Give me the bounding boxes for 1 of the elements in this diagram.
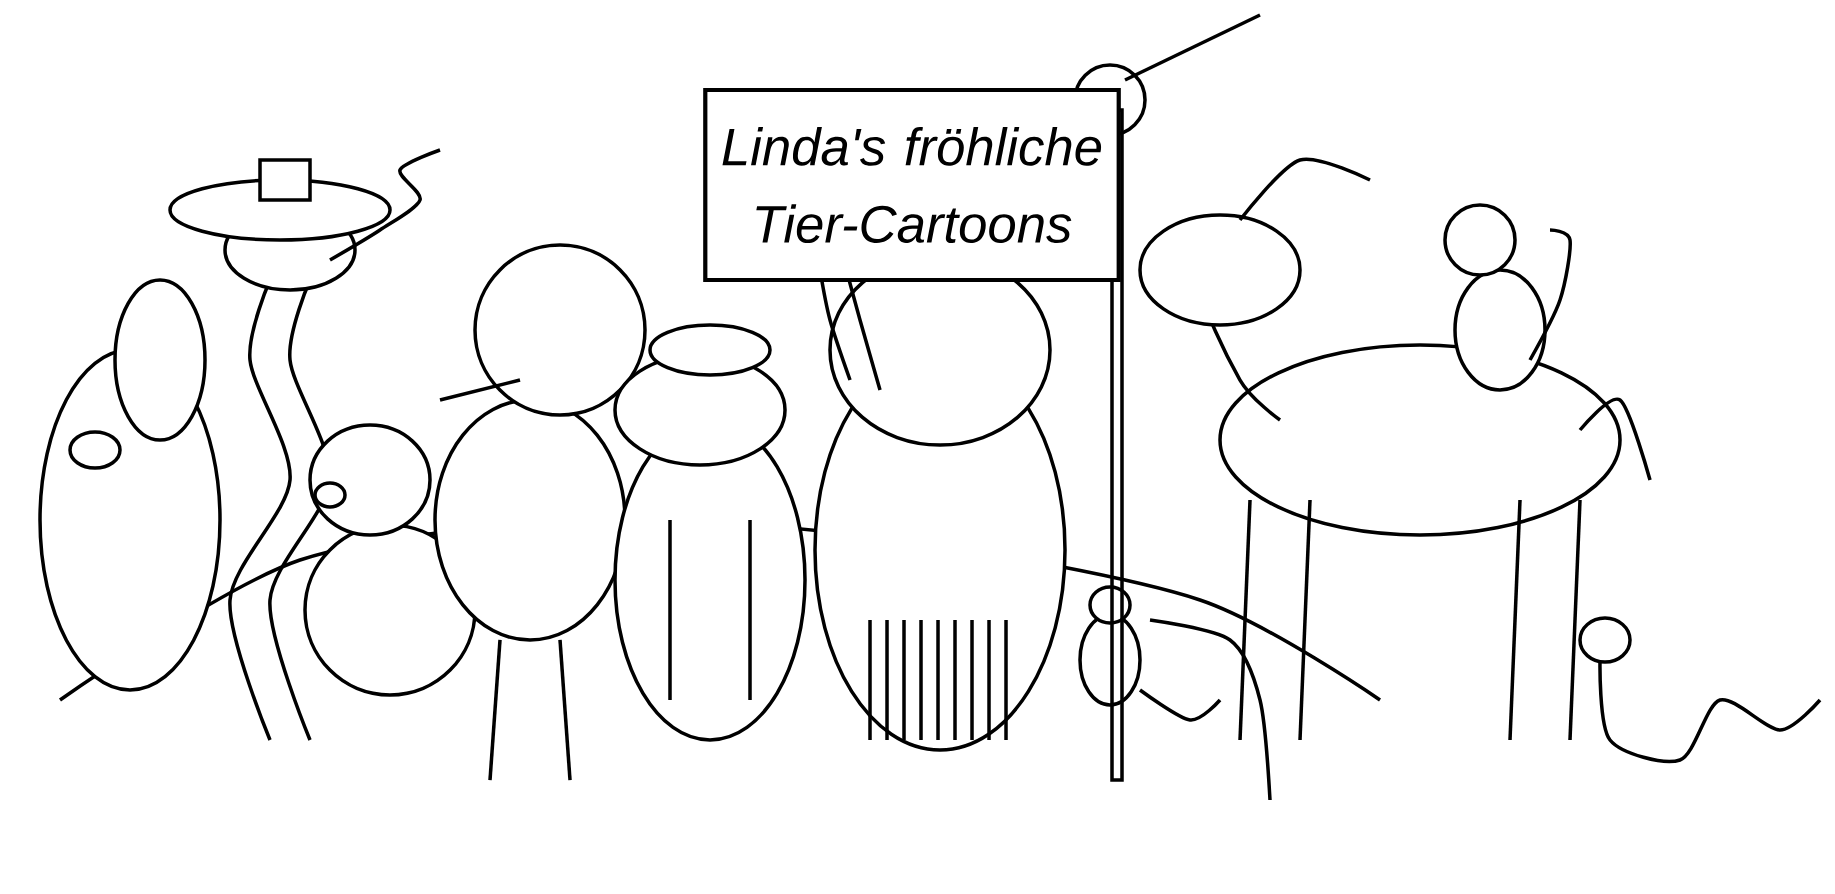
sign-board: Linda's fröhliche Tier-Cartoons [703, 87, 1121, 283]
